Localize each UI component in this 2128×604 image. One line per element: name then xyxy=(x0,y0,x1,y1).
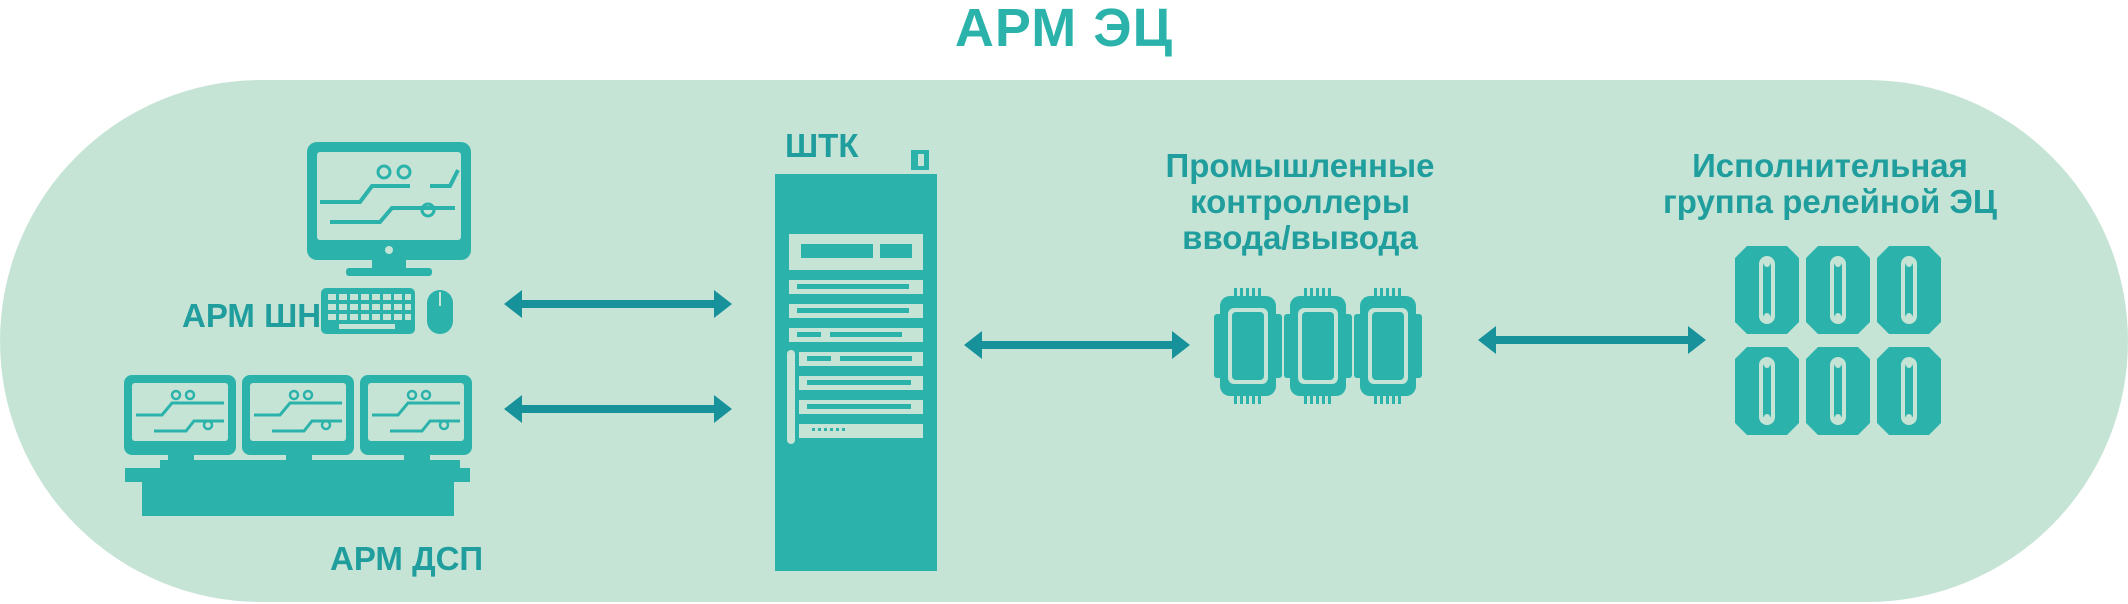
arm-shn-label: АРМ ШН xyxy=(182,297,322,334)
bidirectional-arrow-icon xyxy=(1478,326,1706,354)
bidirectional-arrow-icon xyxy=(504,290,732,318)
arm-dsp-label: АРМ ДСП xyxy=(330,540,484,577)
shtk-label: ШТК xyxy=(785,127,859,164)
controllers-label-line: контроллеры xyxy=(1189,183,1410,220)
keyboard-icon xyxy=(321,288,415,334)
bidirectional-arrow-icon xyxy=(504,395,732,423)
mouse-icon xyxy=(427,290,453,334)
controllers-label-line: ввода/вывода xyxy=(1182,219,1418,256)
relay-group-label: Исполнительная группа релейной ЭЦ xyxy=(1650,148,2010,220)
diagram-title: АРМ ЭЦ xyxy=(954,0,1174,58)
bidirectional-arrow-icon xyxy=(964,331,1190,359)
server-rack-icon xyxy=(775,150,937,571)
controllers-label-line: Промышленные xyxy=(1165,147,1435,184)
multi-monitor-desk-icon xyxy=(122,373,474,516)
relay-group-label-line: Исполнительная xyxy=(1692,147,1968,184)
controllers-label: Промышленные контроллеры ввода/вывода xyxy=(1140,148,1460,256)
relay-group-label-line: группа релейной ЭЦ xyxy=(1662,183,1997,220)
io-controller-module-icon xyxy=(1214,288,1422,404)
workstation-monitor-icon xyxy=(307,142,471,276)
